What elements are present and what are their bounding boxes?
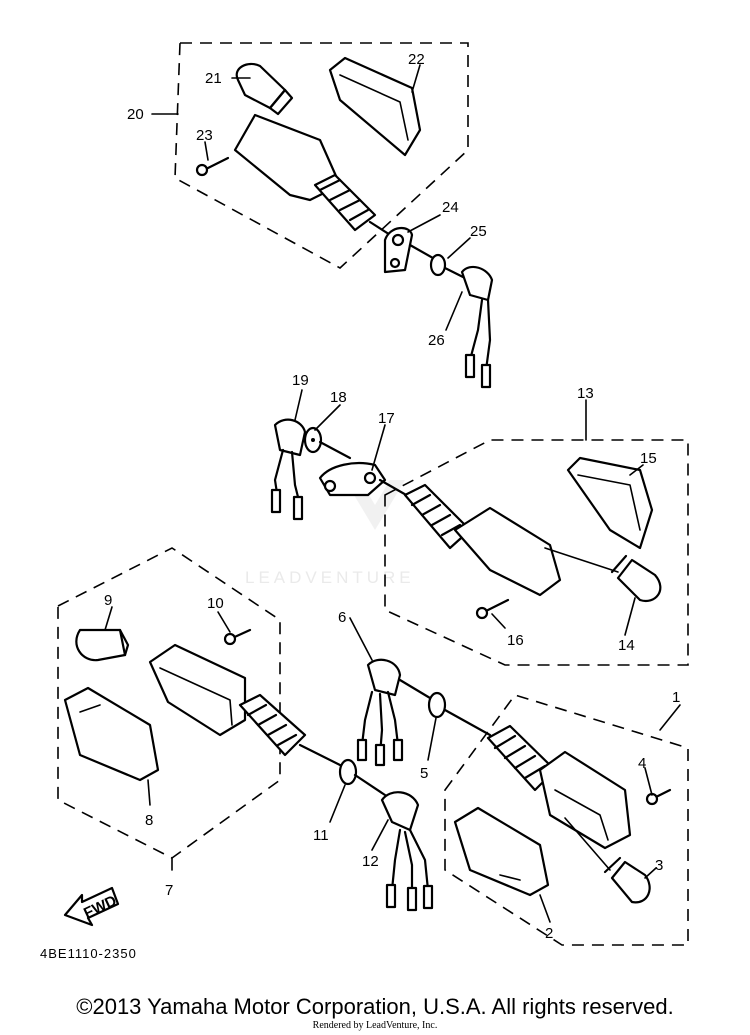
- watermark-text: LEADVENTURE: [245, 568, 415, 587]
- callout-4: 4: [638, 755, 646, 772]
- callout-12: 12: [362, 853, 379, 870]
- assembly-front-left: [57, 547, 434, 912]
- lens-8: [63, 686, 160, 782]
- assembly-rear-left: [270, 389, 689, 666]
- bulb-21: [235, 62, 294, 116]
- callout-19: 19: [292, 372, 309, 389]
- screw-16: [475, 598, 510, 620]
- screw-23: [195, 156, 230, 177]
- grommet-18: [303, 426, 323, 454]
- grommet-5: [427, 691, 447, 719]
- callout-11: 11: [313, 827, 329, 844]
- grommet-25: [429, 253, 447, 277]
- socket-19: [270, 418, 307, 521]
- drawing-code: 4BE1110-2350: [40, 946, 137, 961]
- callout-15: 15: [640, 450, 657, 467]
- callout-26: 26: [428, 332, 445, 349]
- callout-24: 24: [442, 199, 459, 216]
- callout-6: 6: [338, 609, 346, 626]
- callout-20: 20: [127, 106, 144, 123]
- callout-22: 22: [408, 51, 425, 68]
- screw-10: [223, 628, 252, 646]
- bulb-3: [603, 856, 651, 904]
- callout-18: 18: [330, 389, 347, 406]
- socket-26: [460, 265, 494, 389]
- callout-5: 5: [420, 765, 428, 782]
- housing-1: [486, 724, 632, 850]
- lens-2: [453, 806, 550, 897]
- lens-22: [328, 56, 422, 157]
- rendered-by-text: Rendered by LeadVenture, Inc.: [312, 1020, 438, 1031]
- housing-20: [233, 113, 397, 240]
- assembly-rear-right: [151, 42, 494, 389]
- callout-8: 8: [145, 812, 153, 829]
- housing-7: [148, 643, 342, 767]
- callout-13: 13: [577, 385, 594, 402]
- bulb-14: [610, 554, 662, 603]
- socket-6: [356, 658, 404, 767]
- callout-25: 25: [470, 223, 487, 240]
- callout-10: 10: [207, 595, 224, 612]
- callout-2: 2: [545, 925, 553, 942]
- callout-3: 3: [655, 857, 663, 874]
- copyright-text: ©2013 Yamaha Motor Corporation, U.S.A. A…: [76, 994, 674, 1019]
- bracket-17: [318, 461, 387, 497]
- bracket-24: [383, 227, 414, 274]
- forward-arrow-icon: FWD: [63, 886, 119, 927]
- grommet-11: [338, 758, 358, 786]
- callout-1: 1: [672, 689, 680, 706]
- screw-4: [645, 788, 672, 806]
- lens-15: [566, 456, 654, 550]
- assembly-front-right: [349, 617, 689, 946]
- callout-7: 7: [165, 882, 173, 899]
- socket-12: [380, 791, 434, 912]
- callout-21: 21: [205, 70, 222, 87]
- callout-9: 9: [104, 592, 112, 609]
- callout-14: 14: [618, 637, 635, 654]
- housing-13: [403, 483, 562, 597]
- callout-17: 17: [378, 410, 395, 427]
- callout-16: 16: [507, 632, 524, 649]
- callout-23: 23: [196, 127, 213, 144]
- bulb-9: [75, 628, 130, 662]
